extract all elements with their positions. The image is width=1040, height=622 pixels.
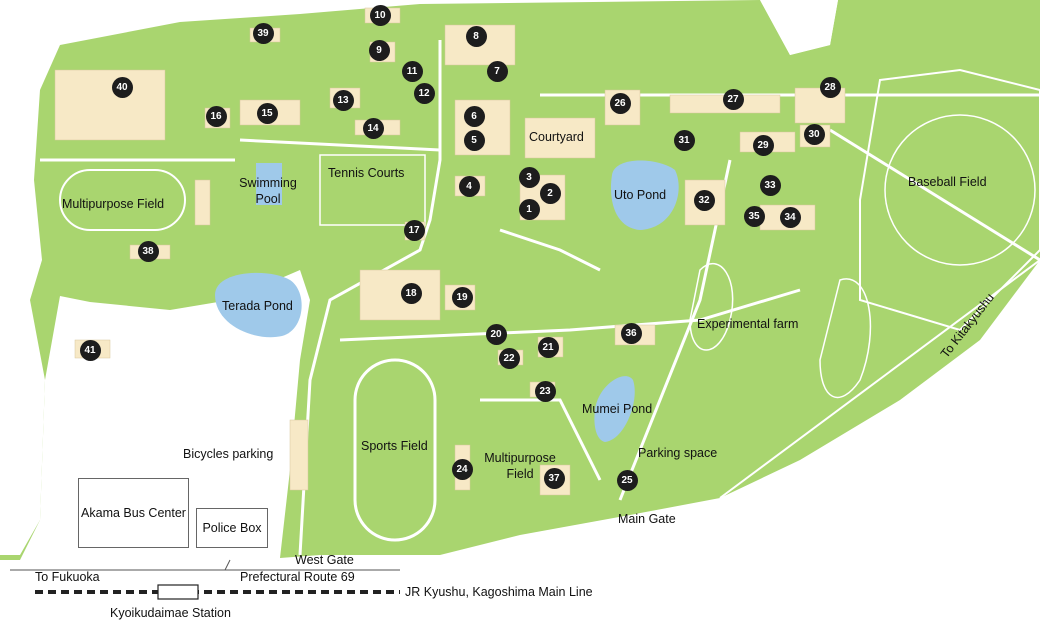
multipurpose-field-south-label: Multipurpose Field xyxy=(484,451,556,482)
outside-west xyxy=(0,0,60,555)
building-marker-14[interactable]: 14 xyxy=(362,117,384,139)
building-marker-15[interactable]: 15 xyxy=(256,102,278,124)
building-marker-23[interactable]: 23 xyxy=(534,380,556,402)
building-marker-35[interactable]: 35 xyxy=(743,205,765,227)
terada-pond-label: Terada Pond xyxy=(222,299,293,313)
track-west xyxy=(59,169,186,231)
station-rect xyxy=(157,584,199,600)
station-label: Kyoikudaimae Station xyxy=(110,606,231,620)
building-marker-1[interactable]: 1 xyxy=(518,198,540,220)
west-gate-label: West Gate xyxy=(295,553,354,567)
building-marker-30[interactable]: 30 xyxy=(803,123,825,145)
building-marker-18[interactable]: 18 xyxy=(400,282,422,304)
terada-pond-shape xyxy=(215,272,302,338)
route-69-label: Prefectural Route 69 xyxy=(240,570,355,584)
building-marker-22[interactable]: 22 xyxy=(498,347,520,369)
building-marker-21[interactable]: 21 xyxy=(537,336,559,358)
building-marker-11[interactable]: 11 xyxy=(401,60,423,82)
building-marker-9[interactable]: 9 xyxy=(368,39,390,61)
building-marker-38[interactable]: 38 xyxy=(137,240,159,262)
building-marker-25[interactable]: 25 xyxy=(616,469,638,491)
building-marker-37[interactable]: 37 xyxy=(543,467,565,489)
tennis-courts xyxy=(319,154,426,226)
building-marker-6[interactable]: 6 xyxy=(463,105,485,127)
building-marker-13[interactable]: 13 xyxy=(332,89,354,111)
building-marker-4[interactable]: 4 xyxy=(458,175,480,197)
building-marker-3[interactable]: 3 xyxy=(518,166,540,188)
track-sports xyxy=(353,358,437,542)
main-gate-label: Main Gate xyxy=(618,512,676,526)
building-marker-41[interactable]: 41 xyxy=(79,339,101,361)
mumei-pond-label: Mumei Pond xyxy=(582,402,653,416)
sports-field-label: Sports Field xyxy=(361,439,428,453)
outside-top-right xyxy=(760,0,838,55)
building-marker-34[interactable]: 34 xyxy=(779,206,801,228)
baseball-diamond xyxy=(884,114,1036,266)
parking-space-label: Parking space xyxy=(638,446,718,460)
uto-pond-label: Uto Pond xyxy=(614,188,667,202)
building-marker-28[interactable]: 28 xyxy=(819,76,841,98)
uto-pond-shape xyxy=(610,160,679,230)
building-marker-16[interactable]: 16 xyxy=(205,105,227,127)
police-box: Police Box xyxy=(196,508,268,548)
building-marker-36[interactable]: 36 xyxy=(620,322,642,344)
building-marker-33[interactable]: 33 xyxy=(759,174,781,196)
building-marker-24[interactable]: 24 xyxy=(451,458,473,480)
building-marker-32[interactable]: 32 xyxy=(693,189,715,211)
building-marker-39[interactable]: 39 xyxy=(252,22,274,44)
to-fukuoka-label: To Fukuoka xyxy=(35,570,100,584)
building-marker-31[interactable]: 31 xyxy=(673,129,695,151)
building-marker-10[interactable]: 10 xyxy=(369,4,391,26)
experimental-farm-label: Experimental farm xyxy=(697,317,799,331)
tennis-courts-label: Tennis Courts xyxy=(328,166,405,180)
baseball-field-label: Baseball Field xyxy=(908,175,987,189)
swimming-pool-shape xyxy=(256,163,282,205)
rail-line-label: JR Kyushu, Kagoshima Main Line xyxy=(405,585,593,599)
bicycles-parking-label: Bicycles parking xyxy=(183,447,274,461)
building-marker-19[interactable]: 19 xyxy=(451,286,473,308)
building-marker-20[interactable]: 20 xyxy=(485,323,507,345)
mumei-pond-shape xyxy=(594,376,635,442)
building-marker-12[interactable]: 12 xyxy=(413,82,435,104)
kitakyushu-road xyxy=(719,259,1040,499)
multipurpose-field-west-label: Multipurpose Field xyxy=(62,197,165,211)
farm-contour-2 xyxy=(819,278,872,399)
building-marker-17[interactable]: 17 xyxy=(403,219,425,241)
swimming-pool-label: Swimming Pool xyxy=(239,176,297,207)
building-marker-7[interactable]: 7 xyxy=(486,60,508,82)
route-69-line-2 xyxy=(224,559,231,571)
farm-contour xyxy=(689,263,734,351)
courtyard-label: Courtyard xyxy=(529,130,584,144)
building-marker-29[interactable]: 29 xyxy=(752,134,774,156)
building-marker-8[interactable]: 8 xyxy=(465,25,487,47)
building-marker-2[interactable]: 2 xyxy=(539,182,561,204)
building-marker-26[interactable]: 26 xyxy=(609,92,631,114)
building-marker-5[interactable]: 5 xyxy=(463,129,485,151)
building-marker-40[interactable]: 40 xyxy=(111,76,133,98)
building-marker-27[interactable]: 27 xyxy=(722,88,744,110)
bus-center-box: Akama Bus Center xyxy=(78,478,189,548)
